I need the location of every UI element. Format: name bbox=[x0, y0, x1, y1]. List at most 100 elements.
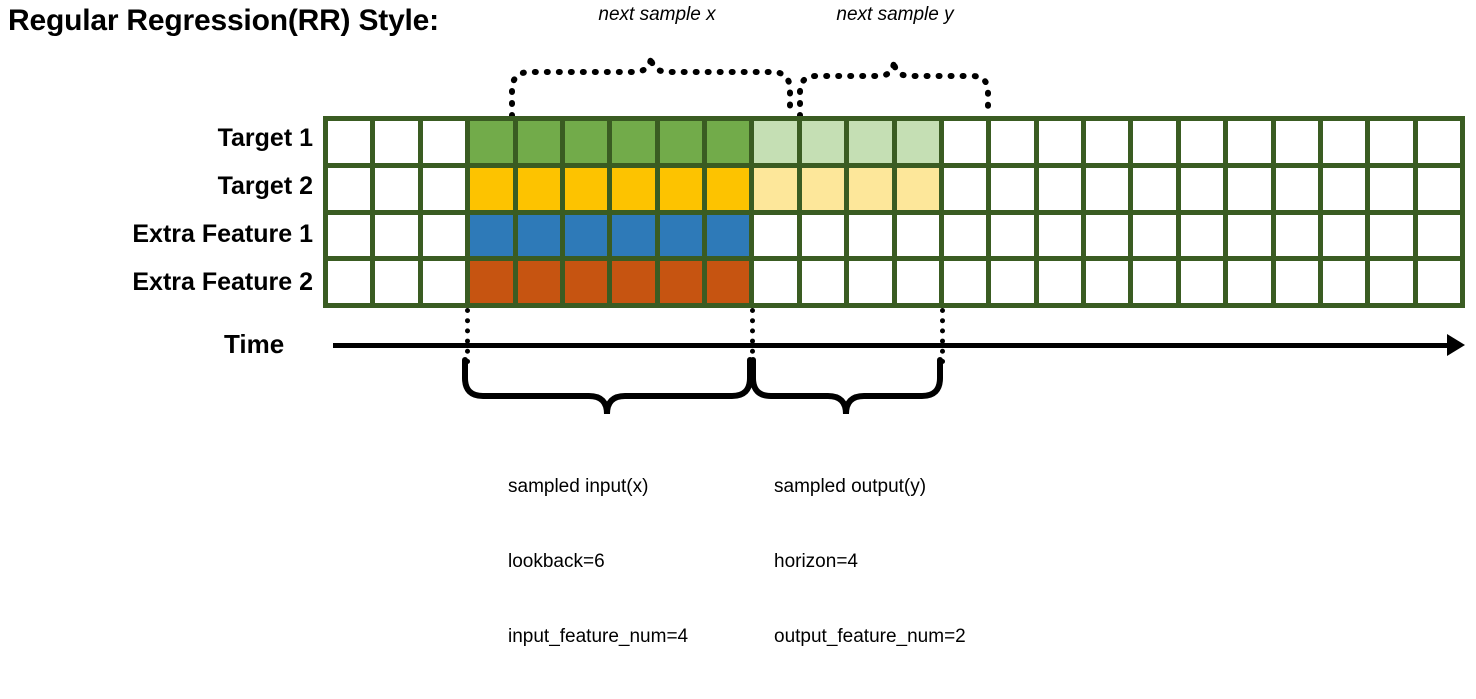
grid-cell-empty bbox=[328, 167, 371, 210]
time-axis-label: Time bbox=[224, 329, 285, 359]
grid-cell-empty bbox=[422, 121, 466, 163]
row-label-target-1: Target 1 bbox=[217, 124, 313, 152]
grid-cell-empty bbox=[1038, 121, 1081, 163]
grid-cell-empty bbox=[1180, 167, 1224, 210]
grid-cell-input bbox=[659, 121, 702, 163]
grid-cell-input bbox=[612, 167, 655, 210]
grid-cell-empty bbox=[1275, 214, 1318, 257]
grid-cell-empty bbox=[375, 167, 418, 210]
grid-cell-empty bbox=[328, 121, 371, 163]
grid-cell-empty bbox=[1322, 167, 1366, 210]
grid-cell-empty bbox=[943, 214, 987, 257]
grid-cell-empty bbox=[1133, 214, 1176, 257]
grid-cell-empty bbox=[422, 214, 466, 257]
grid-cell-empty bbox=[896, 214, 939, 257]
grid-cell-empty bbox=[991, 214, 1034, 257]
grid-cell-output bbox=[754, 167, 797, 210]
grid-cell-empty bbox=[991, 261, 1034, 303]
grid-cell-output bbox=[801, 167, 845, 210]
grid-cell-empty bbox=[1322, 261, 1366, 303]
caption-input-line2: lookback=6 bbox=[508, 551, 605, 572]
annotation-next-sample-y: next sample y bbox=[836, 4, 954, 25]
grid-cell-input bbox=[707, 261, 750, 303]
grid-cell-empty bbox=[1228, 261, 1271, 303]
grid-cell-input bbox=[659, 214, 702, 257]
grid-cell-input bbox=[707, 121, 750, 163]
grid-cell-empty bbox=[1228, 214, 1271, 257]
grid-cell-output bbox=[849, 121, 892, 163]
grid-cell-empty bbox=[943, 121, 987, 163]
grid-cell-empty bbox=[1086, 261, 1129, 303]
grid-cell-empty bbox=[1275, 167, 1318, 210]
grid-cell-input bbox=[517, 121, 560, 163]
caption-input-line3: input_feature_num=4 bbox=[508, 626, 689, 647]
caption-output-line2: horizon=4 bbox=[774, 551, 858, 572]
boundary-line-input-start bbox=[465, 308, 470, 364]
caption-output-line1: sampled output(y) bbox=[774, 476, 927, 497]
grid-cell-input bbox=[470, 261, 513, 303]
grid-cell-input bbox=[564, 261, 608, 303]
grid-cell-empty bbox=[1370, 167, 1413, 210]
grid-cell-input bbox=[470, 167, 513, 210]
caption-output-line3: output_feature_num=2 bbox=[774, 626, 966, 647]
time-axis-line bbox=[333, 343, 1449, 348]
grid-cell-empty bbox=[801, 261, 845, 303]
grid-cell-empty bbox=[1417, 261, 1460, 303]
grid-cell-output bbox=[801, 121, 845, 163]
grid-cell-empty bbox=[1275, 261, 1318, 303]
grid-cell-input bbox=[707, 214, 750, 257]
grid-cell-input bbox=[612, 121, 655, 163]
grid-cell-empty bbox=[943, 261, 987, 303]
grid-cell-empty bbox=[1086, 214, 1129, 257]
grid-cell-empty bbox=[1038, 261, 1081, 303]
grid-cell-empty bbox=[1180, 261, 1224, 303]
row-label-extra-feature-2: Extra Feature 2 bbox=[132, 268, 313, 296]
grid-cell-empty bbox=[943, 167, 987, 210]
caption-sampled-input: sampled input(x) lookback=6 input_featur… bbox=[508, 424, 688, 699]
grid-cell-input bbox=[517, 214, 560, 257]
grid-cell-empty bbox=[754, 214, 797, 257]
grid-cell-empty bbox=[1228, 121, 1271, 163]
grid-cell-input bbox=[564, 121, 608, 163]
timeline-grid bbox=[323, 116, 1465, 308]
row-label-column: Target 1 Target 2 Extra Feature 1 Extra … bbox=[0, 0, 313, 516]
page-title: Regular Regression(RR) Style: bbox=[8, 4, 439, 37]
grid-cell-input bbox=[659, 261, 702, 303]
grid-cell-empty bbox=[1275, 121, 1318, 163]
grid-cell-empty bbox=[422, 261, 466, 303]
grid-cell-input bbox=[564, 214, 608, 257]
grid-cell-empty bbox=[1370, 121, 1413, 163]
grid-cell-empty bbox=[328, 261, 371, 303]
grid-cell-empty bbox=[1180, 121, 1224, 163]
grid-cell-output bbox=[896, 121, 939, 163]
grid-cell-empty bbox=[1322, 214, 1366, 257]
grid-cell-empty bbox=[1417, 121, 1460, 163]
grid-cell-empty bbox=[991, 121, 1034, 163]
grid-cell-output bbox=[849, 167, 892, 210]
grid-cell-empty bbox=[375, 121, 418, 163]
grid-cell-input bbox=[517, 261, 560, 303]
grid-cell-empty bbox=[754, 261, 797, 303]
grid-cell-empty bbox=[1086, 121, 1129, 163]
grid-cell-empty bbox=[1370, 261, 1413, 303]
diagram-canvas: Regular Regression(RR) Style: next sampl… bbox=[0, 0, 1465, 647]
grid-cell-input bbox=[612, 214, 655, 257]
grid-cell-empty bbox=[1417, 214, 1460, 257]
grid-cell-empty bbox=[1417, 167, 1460, 210]
time-axis-arrowhead bbox=[1447, 334, 1465, 356]
grid-cell-empty bbox=[1133, 167, 1176, 210]
boundary-line-input-end bbox=[750, 308, 755, 364]
grid-cell-input bbox=[564, 167, 608, 210]
grid-cell-empty bbox=[1180, 214, 1224, 257]
grid-cell-input bbox=[659, 167, 702, 210]
caption-input-line1: sampled input(x) bbox=[508, 476, 649, 497]
annotation-next-sample-x: next sample x bbox=[598, 4, 716, 25]
grid-cell-empty bbox=[375, 261, 418, 303]
grid-cell-empty bbox=[1370, 214, 1413, 257]
grid-cell-empty bbox=[1086, 167, 1129, 210]
grid-cell-input bbox=[707, 167, 750, 210]
grid-cell-empty bbox=[422, 167, 466, 210]
grid-cell-empty bbox=[801, 214, 845, 257]
grid-cell-empty bbox=[1038, 167, 1081, 210]
grid-cell-input bbox=[517, 167, 560, 210]
